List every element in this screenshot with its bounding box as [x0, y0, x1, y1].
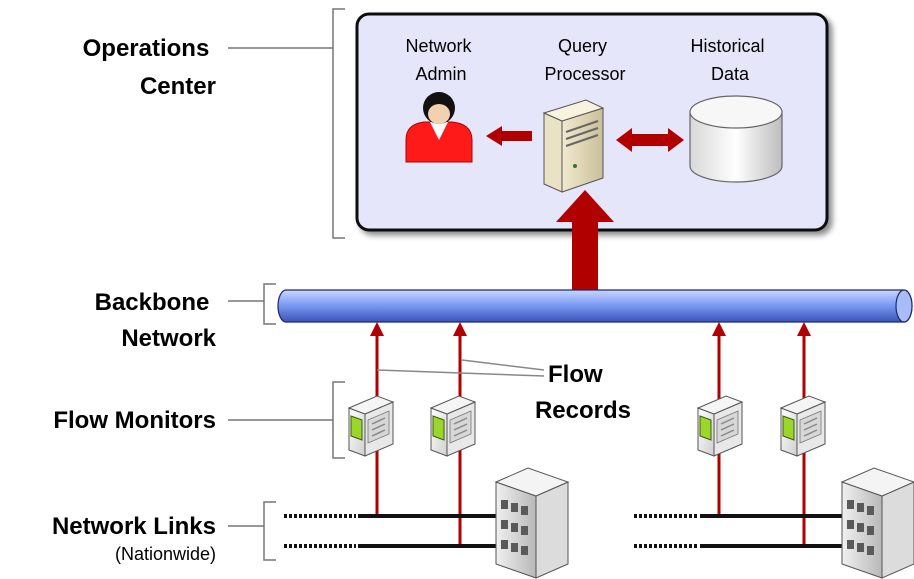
backbone-pipe [277, 289, 913, 323]
arrow-processor-historical [616, 128, 684, 152]
person-icon [405, 92, 473, 163]
flow-monitors-bracket [228, 381, 345, 459]
flow-monitor-icon [430, 395, 476, 457]
flow-records-label: Flow Records [535, 361, 631, 424]
network-links-label: Network Links [52, 513, 216, 540]
operations-center-bracket [228, 8, 345, 239]
flow-record-arrows [370, 322, 811, 548]
flow-monitor-icon [780, 395, 826, 457]
flow-records-callout [376, 359, 545, 377]
network-links [284, 514, 850, 548]
historical-data-label: Historical Data [690, 36, 769, 84]
building-icon [841, 467, 914, 579]
building-icon [495, 467, 569, 579]
database-icon [689, 95, 783, 183]
query-processor-label: Query Processor [544, 36, 625, 84]
network-links-bracket [228, 501, 276, 561]
flow-monitors-label: Flow Monitors [53, 407, 216, 434]
backbone-bracket [228, 283, 276, 325]
server-icon [542, 99, 605, 193]
flow-monitor-icon [697, 395, 743, 457]
flow-monitor-icon [348, 395, 394, 457]
arrow-processor-to-admin [486, 126, 532, 146]
arrow-backbone-to-processor [556, 190, 614, 290]
network-links-sublabel: (Nationwide) [115, 544, 216, 564]
network-admin-label: Network Admin [405, 36, 476, 84]
operations-center-label: Operations Center [83, 35, 216, 100]
backbone-label: Backbone Network [95, 289, 217, 352]
